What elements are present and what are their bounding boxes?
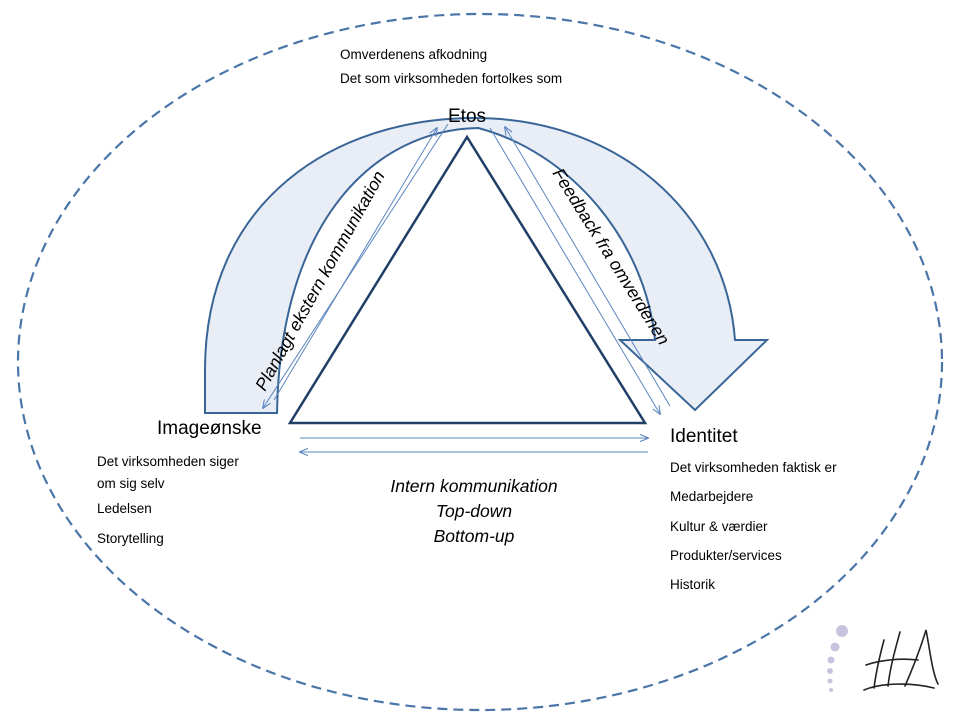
- identitet-note-2: Medarbejdere: [670, 489, 753, 504]
- identitet-note-3: Kultur & værdier: [670, 519, 768, 534]
- left-up-arrow: [273, 128, 437, 401]
- intern-line-1: Intern kommunikation: [390, 476, 557, 496]
- right-down-arrow: [489, 127, 660, 414]
- identity-triangle: [287, 134, 648, 425]
- etos-note-1: Omverdenens afkodning: [340, 47, 487, 62]
- identitet-note-1: Det virksomheden faktisk er: [670, 460, 837, 475]
- curved-cycle-arrow: [204, 116, 770, 414]
- etos-label: Etos: [448, 106, 486, 127]
- imageonske-label: Imageønske: [157, 418, 262, 439]
- environment-ellipse: [16, 12, 944, 712]
- logo-dots: [827, 625, 848, 692]
- intern-line-3: Bottom-up: [434, 526, 515, 546]
- left-down-arrow: [263, 123, 449, 408]
- imageonske-note-4: Storytelling: [97, 531, 164, 546]
- identitet-label: Identitet: [670, 426, 738, 447]
- etos-note-2: Det som virksomheden fortolkes som: [340, 71, 562, 86]
- identitet-note-5: Historik: [670, 577, 715, 592]
- imageonske-note-3: Ledelsen: [97, 501, 152, 516]
- signature-logo: [863, 629, 939, 691]
- imageonske-note-1: Det virksomheden siger: [97, 454, 239, 469]
- identitet-note-4: Produkter/services: [670, 548, 782, 563]
- intern-line-2: Top-down: [436, 501, 512, 521]
- imageonske-note-2: om sig selv: [97, 476, 165, 491]
- right-up-arrow: [505, 127, 671, 407]
